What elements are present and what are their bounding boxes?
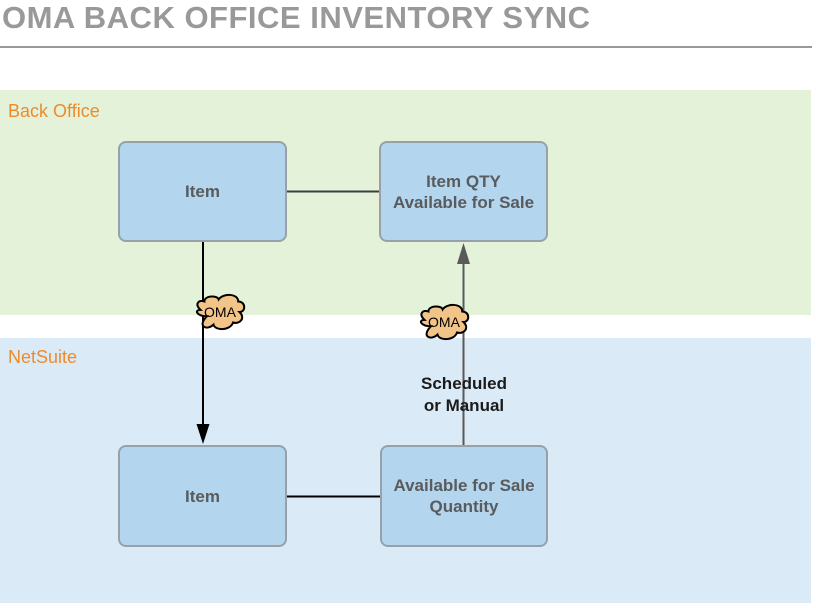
oma-cloud-right-label: OMA [428, 314, 460, 330]
oma-cloud-left-label: OMA [204, 304, 236, 320]
node-netsuite-item: Item [118, 445, 287, 547]
cloud-icon [195, 293, 246, 331]
node-back-office-item: Item [118, 141, 287, 242]
node-back-office-item-label: Item [185, 182, 220, 201]
cloud-icon [419, 303, 470, 341]
title-divider [0, 46, 812, 48]
node-back-office-item-qty: Item QTY Available for Sale [379, 141, 548, 242]
lane-back-office-label: Back Office [8, 101, 100, 121]
oma-cloud-right: OMA [418, 301, 470, 343]
node-netsuite-item-label: Item [185, 486, 220, 506]
page-title: OMA BACK OFFICE INVENTORY SYNC [2, 0, 591, 35]
node-netsuite-afs-quantity: Available for Sale Quantity [380, 445, 548, 547]
lane-netsuite-label: NetSuite [8, 347, 78, 367]
oma-cloud-left: OMA [194, 291, 246, 333]
schedule-edge-label: Scheduled or Manual [421, 374, 507, 415]
node-back-office-item-qty-label: Item QTY Available for Sale [392, 171, 535, 212]
node-netsuite-afs-quantity-label: Available for Sale Quantity [393, 476, 535, 516]
